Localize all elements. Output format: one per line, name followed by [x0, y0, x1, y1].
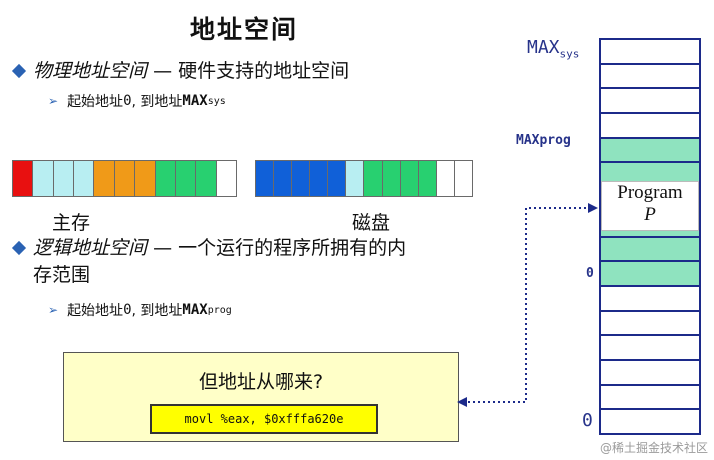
memory-block [114, 161, 136, 196]
main-memory-strip [12, 160, 237, 197]
memory-block [418, 161, 437, 196]
program-memory-slot [599, 210, 701, 238]
memory-slot [599, 383, 701, 411]
sub2-zero: 0 [123, 302, 132, 318]
memory-slot [599, 87, 701, 115]
memory-block [292, 161, 311, 196]
memory-slot [599, 284, 701, 312]
sub2-max: MAX [182, 302, 208, 318]
memory-block [400, 161, 419, 196]
zero-mid-label: 0 [586, 266, 594, 281]
sub2-prefix: 起始地址 [67, 303, 124, 319]
bullet-diamond-icon [11, 240, 27, 256]
slide-title: 地址空间 [190, 15, 299, 44]
sub1-subscript: sys [207, 95, 226, 107]
memory-block [346, 161, 365, 196]
term-physical: 物理地址空间 [33, 60, 148, 82]
question-box: 但地址从哪来? movl %eax, $0xfffa620e [63, 352, 459, 442]
bullet-logical-address-space: 逻辑地址空间 — 一个运行的程序所拥有的内存范围 [11, 235, 512, 289]
disk-strip [255, 160, 473, 197]
memory-slot [599, 334, 701, 361]
memory-block [256, 161, 275, 196]
arrow-bullet-icon: ➢ [48, 94, 59, 108]
memory-block [328, 161, 347, 196]
memory-block [274, 161, 293, 196]
memory-block [364, 161, 383, 196]
memory-block [33, 161, 54, 196]
memory-column [599, 38, 701, 435]
watermark: @稀土掘金技术社区 [599, 441, 708, 455]
sub1-prefix: 起始地址 [67, 94, 124, 110]
bullet2-line2: 存范围 [33, 264, 91, 286]
memory-block [454, 161, 472, 196]
sub1-max: MAX [182, 93, 208, 109]
memory-slot [599, 408, 701, 435]
memory-block [74, 161, 95, 196]
memory-block [310, 161, 329, 196]
memory-block [135, 161, 156, 196]
sub1-zero: 0 [123, 93, 132, 109]
program-memory-slot [599, 136, 701, 164]
memory-block [216, 161, 236, 196]
max-sys-label: MAXsys [527, 37, 580, 61]
memory-block [382, 161, 401, 196]
sub2-mid: , 到地址 [131, 303, 183, 319]
memory-block [436, 161, 455, 196]
memory-block [13, 161, 34, 196]
memory-slot [599, 309, 701, 337]
question-text: 但地址从哪来? [198, 371, 324, 393]
memory-block [53, 161, 75, 196]
program-memory-slot [599, 186, 701, 213]
bullet1-text: — 硬件支持的地址空间 [153, 60, 350, 82]
memory-slot [599, 358, 701, 386]
memory-block [175, 161, 197, 196]
bullet-diamond-icon [11, 63, 27, 79]
program-memory-slot [599, 260, 701, 287]
bullet2-line1: — 一个运行的程序所拥有的内 [153, 237, 407, 259]
memory-slot [599, 62, 701, 90]
arrow-bullet-icon: ➢ [48, 303, 59, 317]
memory-block [196, 161, 217, 196]
memory-block [155, 161, 176, 196]
main-memory-caption: 主存 [52, 212, 91, 234]
program-memory-slot [599, 161, 701, 189]
memory-slot [599, 112, 701, 139]
term-logical: 逻辑地址空间 [33, 237, 148, 259]
code-snippet: movl %eax, $0xfffa620e [150, 404, 378, 434]
zero-bottom-label: 0 [582, 410, 593, 431]
sub2-subscript: prog [207, 304, 232, 316]
memory-slot [599, 38, 701, 65]
memory-block [94, 161, 115, 196]
disk-caption: 磁盘 [352, 212, 391, 234]
max-prog-label: MAXprog [516, 133, 571, 148]
program-memory-slot [599, 235, 701, 263]
bullet-physical-address-space: 物理地址空间 — 硬件支持的地址空间 [11, 58, 350, 85]
sub1-mid: , 到地址 [131, 94, 183, 110]
arrowhead-right-icon [588, 203, 598, 213]
